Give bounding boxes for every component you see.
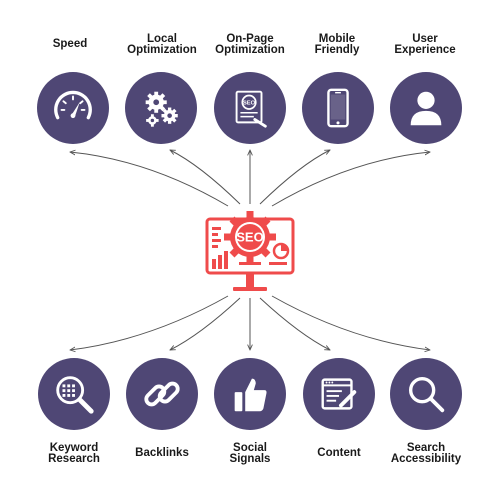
label-content: Content [317,447,361,459]
seo-monitor-gear-icon: SEO [205,211,295,291]
speed-circle [37,72,109,144]
social-signals-circle [214,358,286,430]
seo-badge-text: SEO [236,230,263,245]
arrow-to-local-optimization [170,150,241,205]
label-backlinks: Backlinks [135,447,189,459]
label-speed: Speed [52,38,88,50]
user-experience-circle [390,72,462,144]
local-optimization-circle [125,72,197,144]
arrow-to-mobile-friendly [259,150,330,205]
chain-link-icon [144,381,180,407]
search-icon [408,376,445,413]
content-editor-icon [321,378,357,410]
smartphone-icon [327,88,349,128]
arrow-to-search-accessibility [271,295,430,350]
speedometer-icon [54,90,92,120]
gears-icon [145,91,178,127]
on-page-optimization-circle: SEO [214,72,286,144]
arrow-to-keyword-research [70,295,229,350]
seo-page-icon: SEO [235,90,267,128]
magnifier-keyword-icon [56,376,94,414]
arrow-to-backlinks [170,297,241,350]
mobile-friendly-circle [302,72,374,144]
keyword-research-circle [38,358,110,430]
thumbs-up-icon [234,378,267,412]
user-icon [410,91,442,126]
content-circle [303,358,375,430]
backlinks-circle [126,358,198,430]
svg-text:SEO: SEO [243,100,256,106]
search-accessibility-circle [390,358,462,430]
arrow-to-content [259,297,330,350]
arrow-to-user-experience [271,152,430,207]
arrow-to-speed [70,152,229,207]
